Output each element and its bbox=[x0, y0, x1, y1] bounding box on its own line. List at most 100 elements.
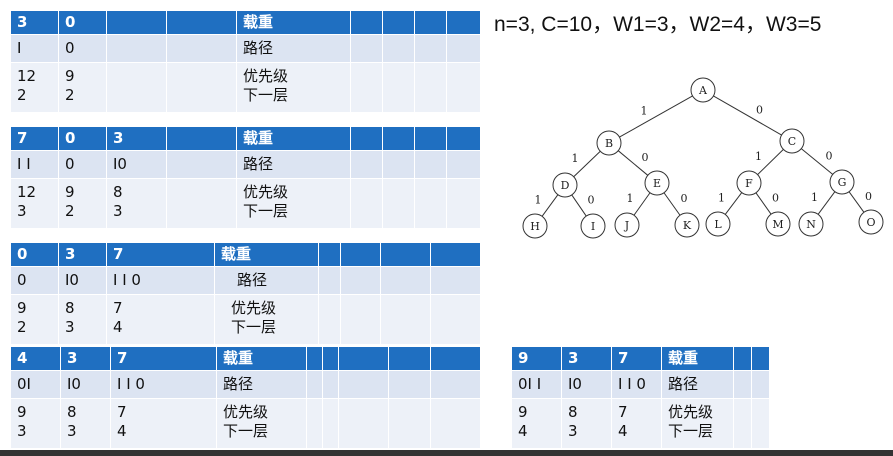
tree-edge-label: 0 bbox=[756, 104, 763, 117]
tree-node-H bbox=[522, 213, 548, 239]
tree-node-E bbox=[644, 170, 670, 196]
tree-edge-A-C bbox=[713, 95, 782, 136]
tree-node-F bbox=[736, 170, 762, 196]
tree-node-label: L bbox=[714, 218, 722, 231]
row-label-pair: 优先级下一层 bbox=[216, 398, 307, 449]
row-label-pair: 优先级下一层 bbox=[661, 398, 734, 449]
path-row: I 0 路径 bbox=[10, 34, 481, 63]
tree-edge-label: 1 bbox=[641, 105, 648, 118]
path-row: 0I I0 I I 0 路径 bbox=[10, 370, 481, 399]
cell-pair bbox=[166, 62, 237, 113]
cell: I0 bbox=[58, 266, 107, 295]
tree-edge-E-J bbox=[633, 192, 651, 216]
tree-edge-B-E bbox=[617, 150, 649, 176]
tree-node-G bbox=[829, 169, 855, 195]
cell: 3 bbox=[561, 346, 612, 371]
tree-edge-label: 1 bbox=[755, 150, 762, 163]
row-label: 路径 bbox=[216, 370, 307, 399]
cell: 0 bbox=[10, 266, 59, 295]
tree-node-label: C bbox=[788, 135, 796, 148]
load-row: 7 0 3 载重 bbox=[10, 126, 481, 151]
tree-edge-B-D bbox=[573, 150, 601, 178]
load-row: 0 3 7 载重 bbox=[10, 242, 481, 267]
tree-edge-label: 1 bbox=[572, 152, 579, 165]
problem-formula: n=3, C=10，W1=3，W2=4，W3=5 bbox=[494, 13, 822, 36]
row-label: 路径 bbox=[661, 370, 734, 399]
tree-node-J bbox=[614, 212, 640, 238]
row-label: 载重 bbox=[236, 126, 351, 151]
load-row: 4 3 7 载重 bbox=[10, 346, 481, 371]
cell: 7 bbox=[10, 126, 59, 151]
tree-node-B bbox=[596, 130, 622, 156]
tree-edge-F-L bbox=[724, 192, 743, 215]
tree-edge-label: 1 bbox=[627, 192, 634, 205]
cell: I0 bbox=[106, 150, 167, 179]
tree-node-label: O bbox=[866, 216, 875, 229]
tree-node-label: B bbox=[605, 137, 613, 150]
tree-edge-label: 0 bbox=[865, 190, 872, 203]
tree-edge-label: 0 bbox=[772, 192, 779, 205]
tree-node-O bbox=[858, 209, 884, 235]
cell: 0 bbox=[58, 150, 107, 179]
tree-edge-label: 0 bbox=[642, 151, 649, 164]
cell bbox=[106, 10, 167, 35]
cell: 7 bbox=[110, 346, 217, 371]
cell bbox=[166, 10, 237, 35]
cell: 3 bbox=[58, 242, 107, 267]
cell: I I 0 bbox=[106, 266, 215, 295]
tree-edge-A-B bbox=[619, 95, 693, 138]
tree-edge-label: 1 bbox=[535, 194, 542, 207]
cell: I I bbox=[10, 150, 59, 179]
tree-node-label: M bbox=[772, 218, 783, 231]
row-label-pair: 优先级下一层 bbox=[236, 178, 351, 229]
tree-node-K bbox=[674, 212, 700, 238]
tree-node-label: E bbox=[653, 177, 661, 190]
tree-node-C bbox=[779, 128, 805, 154]
tree-edge-label: 0 bbox=[588, 194, 595, 207]
cell: I I 0 bbox=[110, 370, 217, 399]
tree-edge-label: 1 bbox=[718, 192, 725, 205]
cell bbox=[166, 150, 237, 179]
tree-node-A bbox=[690, 77, 716, 103]
row-label-pair: 优先级下一层 bbox=[214, 294, 319, 345]
cell: I bbox=[10, 34, 59, 63]
path-row: 0 I0 I I 0 路径 bbox=[10, 266, 481, 295]
tree-edge-D-I bbox=[571, 194, 587, 217]
cell: 0 bbox=[58, 34, 107, 63]
cell: 3 bbox=[106, 126, 167, 151]
path-row: 0I I I0 I I 0 路径 bbox=[511, 370, 770, 399]
cell: 9 bbox=[511, 346, 562, 371]
tree-node-L bbox=[705, 211, 731, 237]
tree-edge-label: 0 bbox=[826, 150, 833, 163]
tree-node-label: A bbox=[698, 84, 708, 97]
tree-node-label: N bbox=[806, 218, 816, 231]
cell: I I 0 bbox=[611, 370, 662, 399]
load-row: 3 0 载重 bbox=[10, 10, 481, 35]
tree-edge-label: 0 bbox=[681, 192, 688, 205]
bottom-divider bbox=[0, 450, 893, 456]
tree-node-label: J bbox=[624, 219, 629, 232]
cell-pair bbox=[106, 62, 167, 113]
cell: 0 bbox=[10, 242, 59, 267]
cell: I0 bbox=[60, 370, 111, 399]
